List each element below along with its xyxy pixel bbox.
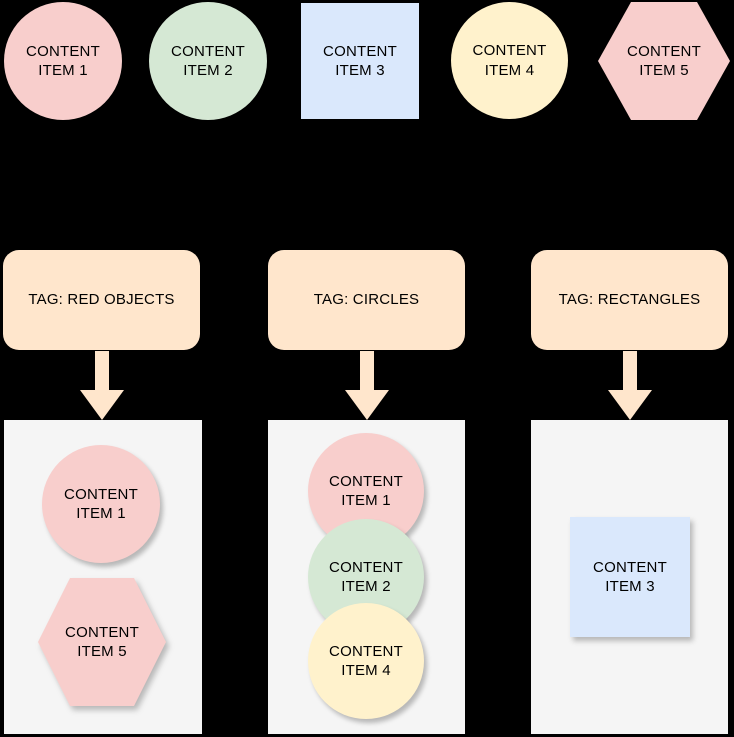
group-container-circles: CONTENT ITEM 1 CONTENT ITEM 2 CONTENT IT… (268, 420, 465, 734)
grouped-item-1-red-objects: CONTENT ITEM 1 (42, 445, 160, 563)
grouped-item-1-label: CONTENT ITEM 1 (329, 472, 403, 510)
down-arrow-shaft (95, 351, 109, 391)
down-arrow-shaft (360, 351, 374, 391)
grouped-item-3-rectangles: CONTENT ITEM 3 (570, 517, 690, 637)
down-arrow-rectangles (608, 351, 652, 420)
group-container-rectangles: CONTENT ITEM 3 (531, 420, 728, 734)
down-arrow-circles (345, 351, 389, 420)
content-item-3-label: CONTENT ITEM 3 (323, 42, 397, 80)
content-item-4-node: CONTENT ITEM 4 (451, 2, 568, 119)
content-item-4-label: CONTENT ITEM 4 (472, 42, 547, 79)
content-item-1-label: CONTENT ITEM 1 (26, 42, 100, 80)
content-item-1-node: CONTENT ITEM 1 (4, 2, 122, 120)
grouped-item-4-circles: CONTENT ITEM 4 (308, 603, 424, 719)
grouped-item-5-hexagon: CONTENT ITEM 5 (38, 578, 166, 706)
content-item-2-label: CONTENT ITEM 2 (171, 42, 245, 80)
tag-rectangles: TAG: RECTANGLES (531, 250, 728, 350)
content-item-2-node: CONTENT ITEM 2 (149, 2, 267, 120)
content-item-5-node: CONTENT ITEM 5 (598, 2, 730, 120)
content-item-3-node: CONTENT ITEM 3 (301, 3, 419, 119)
tag-rectangles-label: TAG: RECTANGLES (558, 291, 701, 309)
content-item-5-hexagon: CONTENT ITEM 5 (598, 2, 730, 120)
down-arrow-head (608, 390, 652, 420)
grouped-item-5-red-objects: CONTENT ITEM 5 (38, 578, 166, 706)
tag-circles-label: TAG: CIRCLES (313, 291, 420, 309)
tag-circles: TAG: CIRCLES (268, 250, 465, 350)
down-arrow-head (80, 390, 124, 420)
content-item-5-label: CONTENT ITEM 5 (627, 42, 701, 80)
down-arrow-head (345, 390, 389, 420)
grouped-item-2-label: CONTENT ITEM 2 (329, 558, 403, 596)
down-arrow-red-objects (80, 351, 124, 420)
grouped-item-1-label: CONTENT ITEM 1 (64, 485, 138, 523)
tag-red-objects: TAG: RED OBJECTS (3, 250, 200, 350)
tag-red-objects-label: TAG: RED OBJECTS (28, 291, 175, 309)
down-arrow-shaft (623, 351, 637, 391)
grouped-item-5-label: CONTENT ITEM 5 (65, 623, 139, 661)
group-container-red-objects: CONTENT ITEM 1 CONTENT ITEM 5 (4, 420, 202, 734)
grouped-item-3-label: CONTENT ITEM 3 (593, 558, 667, 596)
grouped-item-4-label: CONTENT ITEM 4 (329, 642, 403, 680)
